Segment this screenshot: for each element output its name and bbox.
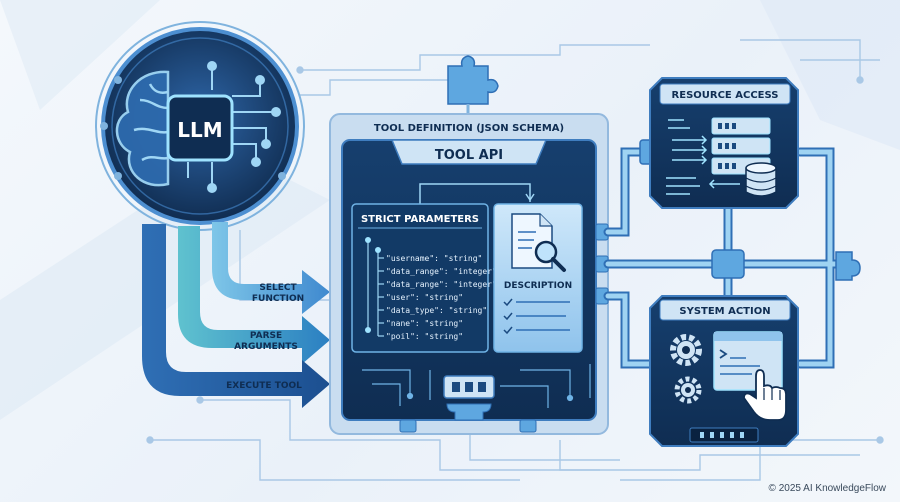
param-item: "poil": "string" bbox=[386, 332, 463, 341]
param-item: "nane": "string" bbox=[386, 319, 463, 328]
system-action-panel: SYSTEM ACTION bbox=[649, 295, 799, 447]
tool-api-title: TOOL API bbox=[435, 148, 503, 163]
side-puzzle-piece-icon bbox=[835, 251, 861, 281]
copyright-text: © 2025 AI KnowledgeFlow bbox=[768, 483, 886, 494]
parse-arguments-label-1: PARSE bbox=[250, 331, 282, 341]
resource-access-title: RESOURCE ACCESS bbox=[672, 90, 779, 101]
select-function-label-1: SELECT bbox=[259, 283, 297, 293]
pointer-hand-icon bbox=[743, 369, 787, 421]
llm-label: LLM bbox=[177, 118, 222, 142]
parse-arguments-arrow bbox=[178, 226, 330, 364]
circuit-traces bbox=[146, 39, 884, 481]
strict-parameters-title: STRICT PARAMETERS bbox=[361, 214, 479, 225]
flow-arrows: SELECT FUNCTION PARSE ARGUMENTS EXECUTE … bbox=[142, 222, 330, 408]
puzzle-piece-icon bbox=[447, 55, 499, 105]
gear-icon bbox=[670, 334, 702, 404]
resource-access-panel: RESOURCE ACCESS bbox=[649, 77, 799, 209]
param-item: "data_type": "string" bbox=[386, 306, 487, 315]
parse-arguments-label-2: ARGUMENTS bbox=[234, 342, 298, 352]
document-search-icon bbox=[511, 213, 566, 272]
database-icon bbox=[745, 162, 777, 197]
pipe-junction bbox=[711, 249, 745, 279]
description-title: DESCRIPTION bbox=[504, 281, 572, 291]
brain-icon bbox=[115, 70, 170, 187]
param-item: "user": "string" bbox=[386, 293, 463, 302]
param-item: "data_range": "integer" bbox=[386, 280, 497, 289]
llm-node: LLM bbox=[95, 21, 305, 231]
terminal-window-icon bbox=[713, 331, 783, 391]
param-item: "username": "string" bbox=[386, 254, 482, 263]
execute-tool-arrow bbox=[142, 224, 330, 408]
param-item: "data_range": "integer" bbox=[386, 267, 497, 276]
tool-definition-panel: TOOL DEFINITION (JSON SCHEMA) TOOL API S… bbox=[329, 113, 609, 435]
circuit-icon bbox=[187, 61, 281, 193]
execute-tool-label: EXECUTE TOOL bbox=[226, 381, 302, 391]
checklist-icon bbox=[503, 298, 570, 335]
strict-parameters-box bbox=[351, 203, 489, 353]
system-action-title: SYSTEM ACTION bbox=[679, 306, 770, 317]
llm-chip bbox=[166, 94, 234, 162]
select-function-arrow bbox=[212, 222, 330, 314]
server-stack-icon bbox=[711, 117, 771, 175]
select-function-label-2: FUNCTION bbox=[252, 294, 304, 304]
tool-definition-title: TOOL DEFINITION (JSON SCHEMA) bbox=[374, 123, 564, 134]
